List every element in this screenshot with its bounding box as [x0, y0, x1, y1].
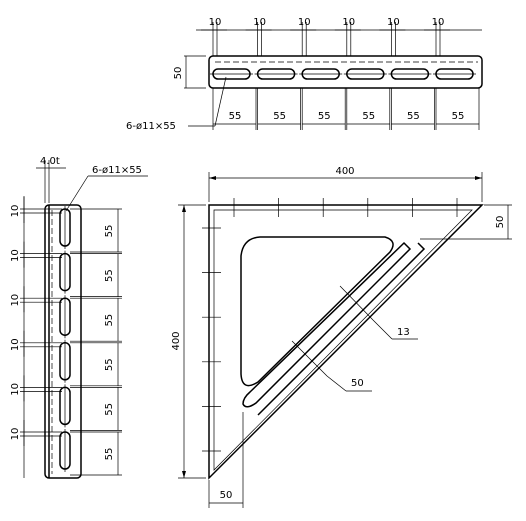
top-view-dimension-lines: 10 55 10 55 10 55 10 55 10 55 10 55 [196, 17, 482, 130]
top-dim-55-label: 55 [273, 111, 286, 122]
side-dim-55-label: 55 [104, 358, 115, 371]
top-view: 10 55 10 55 10 55 10 55 10 55 10 55 50 6-ø11×55 [126, 17, 483, 132]
side-view-slots [59, 206, 71, 472]
front-view-flange-ticks [202, 198, 458, 452]
diagonal-slot-outer-edge [257, 242, 426, 416]
side-dim-10-label: 10 [10, 294, 21, 307]
bracket-inner-flange-line [213, 209, 473, 471]
slot-width-leader [372, 319, 393, 340]
top-dim-10-label: 10 [209, 17, 222, 28]
top-dim-10-label: 10 [432, 17, 445, 28]
top-dim-55-label: 55 [362, 111, 375, 122]
side-view-dimension-lines: 10 55 10 55 10 55 10 55 10 55 10 55 [10, 196, 122, 478]
top-dim-10-label: 10 [387, 17, 400, 28]
top-slot-callout-leader [214, 76, 227, 127]
slot-width-label: 13 [397, 327, 410, 338]
bottom-50-label: 50 [220, 490, 233, 501]
side-dim-10-label: 10 [10, 338, 21, 351]
side-dim-55-label: 55 [104, 314, 115, 327]
top-slot-callout-label: 6-ø11×55 [126, 121, 176, 132]
thickness-label: 4.0t [40, 156, 60, 167]
diag-50-label: 50 [351, 378, 364, 389]
front-view: 400 400 50 50 13 50 [171, 166, 512, 508]
side-dim-55-label: 55 [104, 448, 115, 461]
side-dim-10-label: 10 [10, 205, 21, 218]
diag-50-leader [326, 375, 347, 392]
top-dim-55-label: 55 [407, 111, 420, 122]
side-dim-55-label: 55 [104, 225, 115, 238]
top-dim-10-label: 10 [298, 17, 311, 28]
top-dim-55-label: 55 [318, 111, 331, 122]
top-view-slots [210, 68, 476, 80]
side-dim-10-label: 10 [10, 383, 21, 396]
diag-50-dim-line [291, 340, 328, 377]
side-dim-10-label: 10 [10, 249, 21, 262]
right-50-label: 50 [495, 216, 506, 229]
side-dim-10-label: 10 [10, 428, 21, 441]
diagonal-slot [242, 241, 412, 408]
top-dim-10-label: 10 [253, 17, 266, 28]
side-dim-55-label: 55 [104, 269, 115, 282]
side-view: 10 55 10 55 10 55 10 55 10 55 10 55 4.0t 6-ø11×55 [10, 156, 148, 479]
top-dim-10-label: 10 [342, 17, 355, 28]
height-dim-label: 400 [171, 331, 182, 350]
slot-width-dim-line [339, 285, 374, 321]
bracket-outer-outline [208, 204, 484, 480]
triangular-cutout [240, 236, 394, 387]
width-dim-label: 400 [335, 166, 354, 177]
top-dim-55-label: 55 [229, 111, 242, 122]
side-slot-callout-leader [65, 175, 89, 212]
top-height-dim-label: 50 [173, 67, 184, 80]
side-dim-55-label: 55 [104, 403, 115, 416]
side-slot-callout-label: 6-ø11×55 [92, 165, 142, 176]
top-dim-55-label: 55 [452, 111, 465, 122]
